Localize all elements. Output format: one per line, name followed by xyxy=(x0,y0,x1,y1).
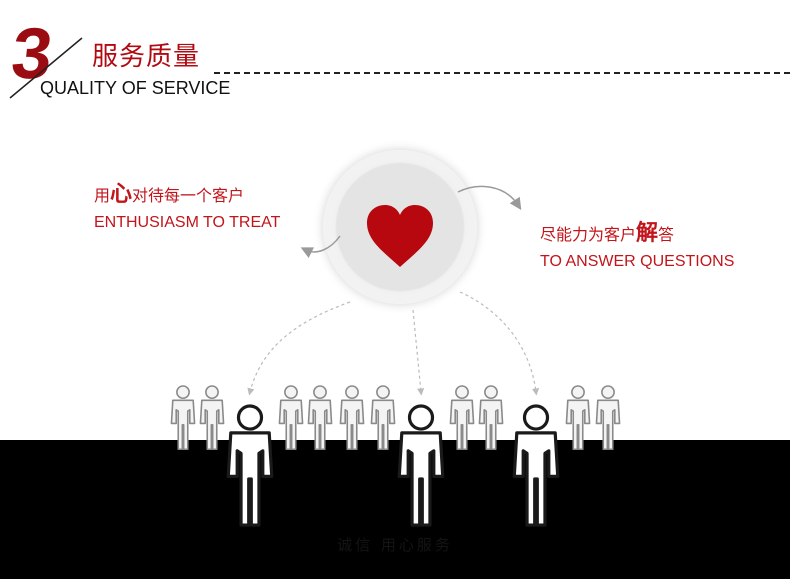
right-label-cn-emphasis: 解 xyxy=(636,221,659,246)
watermark-text: 诚信 用心服务 xyxy=(337,536,453,554)
right-label-cn-pre: 尽能力为客户 xyxy=(540,225,637,244)
section-header: 3 服务质量 QUALITY OF SERVICE xyxy=(0,0,790,110)
arrow-to-center-person xyxy=(412,309,425,396)
left-label-cn: 用心对待每一个客户 xyxy=(94,176,280,208)
person-icon-small xyxy=(278,385,304,451)
person-icon-small xyxy=(565,385,591,451)
arrow-right-curve xyxy=(457,185,522,211)
person-icon-large xyxy=(397,404,445,527)
left-label-en: ENTHUSIASM TO TREAT xyxy=(94,214,281,231)
header-slash-divider xyxy=(9,37,83,99)
right-label-cn: 尽能力为客户解答 xyxy=(540,215,734,247)
right-label-en: TO ANSWER QUESTIONS xyxy=(540,253,735,270)
left-label: 用心对待每一个客户 ENTHUSIASM TO TREAT xyxy=(94,176,280,232)
left-label-cn-pre: 用 xyxy=(94,186,111,205)
arrow-to-left-person xyxy=(247,301,351,396)
right-label: 尽能力为客户解答 TO ANSWER QUESTIONS xyxy=(540,215,734,271)
connector-arrows xyxy=(247,185,540,396)
left-label-cn-emphasis: 心 xyxy=(110,182,133,207)
person-icon-small xyxy=(170,385,196,451)
arrow-left-curve xyxy=(300,235,341,259)
arrow-to-right-person xyxy=(459,291,540,396)
person-icon-small xyxy=(370,385,396,451)
right-label-cn-post: 答 xyxy=(658,225,675,244)
section-title-cn: 服务质量 xyxy=(92,42,201,72)
person-icon-large xyxy=(226,404,274,527)
left-label-cn-post: 对待每一个客户 xyxy=(132,186,245,205)
person-icon-small xyxy=(339,385,365,451)
person-icon-small xyxy=(595,385,621,451)
black-ground-band xyxy=(0,440,790,579)
person-icon-small xyxy=(449,385,475,451)
section-title-en: QUALITY OF SERVICE xyxy=(40,78,231,98)
person-icon-small xyxy=(478,385,504,451)
person-icon-large xyxy=(512,404,560,527)
person-icon-small xyxy=(199,385,225,451)
person-icon-small xyxy=(307,385,333,451)
heart-icon xyxy=(367,205,433,267)
header-dashed-rule xyxy=(214,72,790,74)
